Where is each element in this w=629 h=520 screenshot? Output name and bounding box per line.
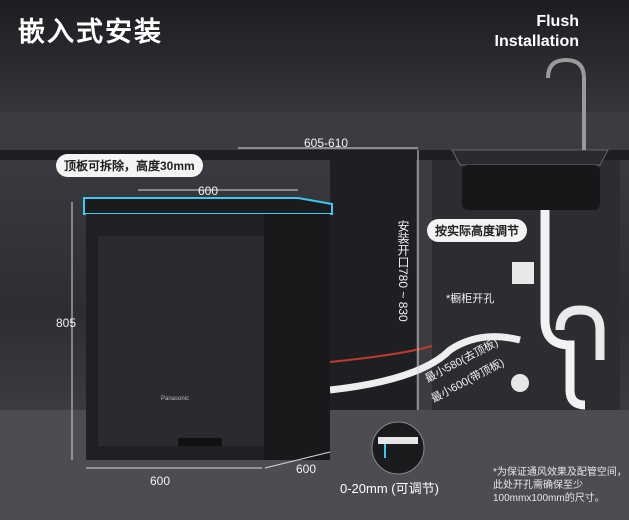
sink-basin — [462, 165, 600, 210]
drain-pipe — [540, 210, 586, 410]
trap-pipe — [555, 305, 605, 360]
dishwasher-side — [264, 214, 330, 460]
valve — [511, 374, 529, 392]
countertop — [0, 112, 629, 150]
brand-logo: Panasonic — [161, 396, 190, 402]
footnote: *为保证通风效果及配管空间，此处开孔需确保至少100mmx100mm的尺寸。 — [493, 467, 627, 504]
gap-detail-circle — [371, 421, 425, 475]
adjust-label: 按实际高度调节 — [427, 219, 528, 242]
dishwasher-door — [98, 236, 264, 446]
gap-detail-plinth — [378, 437, 418, 444]
cabinet-hole-label: *橱柜开孔 — [446, 293, 495, 305]
gap-adjust-label: 0-20mm (可调节) — [340, 481, 439, 496]
top-panel — [83, 197, 333, 215]
power-cord — [329, 345, 433, 363]
page-title: 嵌入式安装 — [18, 17, 163, 47]
door-handle — [178, 438, 222, 446]
sink-rim — [451, 149, 609, 166]
bottom-width-label: 600 — [150, 474, 171, 488]
page-subtitle: Flush Installation — [495, 12, 579, 52]
height-label: 805 — [56, 316, 77, 330]
dim-line-depth — [264, 451, 331, 469]
top-removable-label: 顶板可拆除，高度30mm — [56, 154, 203, 177]
faucet — [546, 57, 586, 150]
top-width-label: 600 — [198, 184, 219, 198]
outlet-socket — [512, 262, 534, 284]
depth-label: 600 — [296, 462, 317, 476]
opening-height-label: 安装开口780 ~ 830 — [396, 220, 410, 322]
subtitle-line-2: Installation — [494, 33, 579, 50]
cabinet-width-label: 605-610 — [304, 136, 349, 150]
subtitle-line-1: Flush — [536, 13, 579, 30]
water-hose — [329, 333, 521, 394]
